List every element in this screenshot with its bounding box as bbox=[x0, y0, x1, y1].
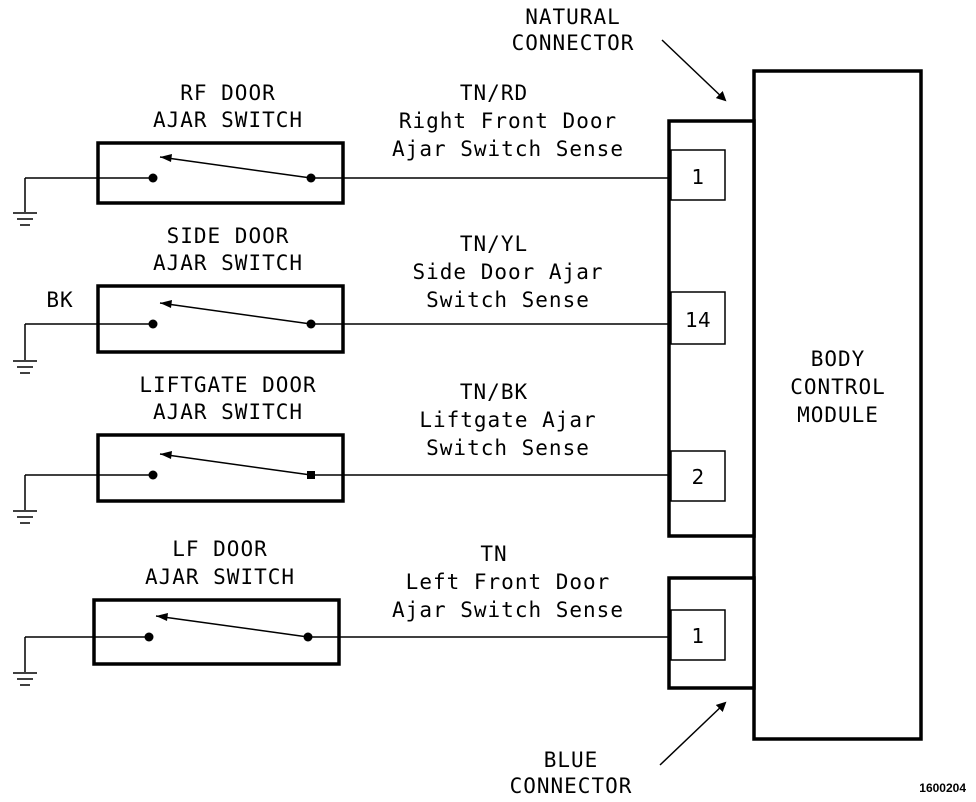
rf-door-ajar-switch bbox=[96, 141, 345, 205]
blue-connector-arrow bbox=[659, 701, 727, 766]
module-label-line1: BODY bbox=[811, 347, 866, 371]
side-door-ajar-switch bbox=[96, 284, 345, 354]
switch-arm-arrow bbox=[160, 154, 172, 162]
switch-arm-arrow bbox=[160, 451, 172, 459]
ground-symbol bbox=[13, 360, 37, 374]
switch-arm-arrow bbox=[156, 613, 168, 621]
switch-arm bbox=[159, 453, 312, 476]
body-control-module bbox=[752, 69, 923, 741]
lf-door-ajar-switch bbox=[92, 598, 341, 666]
switch-name-line1: SIDE DOOR bbox=[167, 224, 290, 248]
connector-pin-box bbox=[670, 291, 726, 345]
switch-arm-arrow bbox=[160, 300, 172, 308]
side-door-ajar-circuit: SIDE DOOR AJAR SWITCH BK TN/YL Side Door… bbox=[13, 224, 726, 374]
module-label-line3: MODULE bbox=[797, 403, 879, 427]
connector-pin-box bbox=[670, 609, 726, 661]
switch-arm bbox=[159, 302, 312, 325]
switch-name-line2: AJAR SWITCH bbox=[145, 565, 295, 589]
circuit-label-line2: Switch Sense bbox=[426, 288, 590, 312]
connector-pin-number: 2 bbox=[692, 465, 705, 489]
connector-pin-number: 14 bbox=[685, 308, 710, 332]
connector-pin-number: 1 bbox=[692, 624, 705, 648]
natural-connector-arrow bbox=[661, 39, 727, 102]
circuit-label-line1: Left Front Door bbox=[406, 570, 611, 594]
wire-color-label: TN/YL bbox=[460, 232, 528, 256]
ground-symbol bbox=[13, 212, 37, 226]
liftgate-door-ajar-switch bbox=[96, 433, 345, 503]
circuit-label-line1: Right Front Door bbox=[399, 109, 617, 133]
ground-symbol bbox=[13, 672, 37, 686]
circuit-label-line2: Switch Sense bbox=[426, 436, 590, 460]
switch-name-line1: LF DOOR bbox=[172, 537, 268, 561]
ground-symbol bbox=[13, 510, 37, 524]
connector-pin-number: 1 bbox=[692, 165, 705, 189]
natural-connector-label-line2: CONNECTOR bbox=[512, 31, 635, 55]
connector-pin-box bbox=[670, 149, 726, 201]
switch-name-line2: AJAR SWITCH bbox=[153, 108, 303, 132]
switch-name-line1: RF DOOR bbox=[180, 81, 276, 105]
switch-arm bbox=[159, 156, 312, 179]
ground-wire-color-label: BK bbox=[46, 288, 73, 312]
connector-pin-box bbox=[670, 450, 726, 502]
circuit-label-line1: Side Door Ajar bbox=[412, 260, 603, 284]
liftgate-door-ajar-circuit: LIFTGATE DOOR AJAR SWITCH TN/BK Liftgate… bbox=[13, 373, 726, 524]
blue-connector-label-line1: BLUE bbox=[544, 748, 599, 772]
lf-door-ajar-circuit: LF DOOR AJAR SWITCH TN Left Front Door A… bbox=[13, 537, 726, 686]
rf-door-ajar-circuit: RF DOOR AJAR SWITCH TN/RD Right Front Do… bbox=[13, 81, 726, 226]
wire-color-label: TN bbox=[480, 542, 507, 566]
circuit-label-line2: Ajar Switch Sense bbox=[392, 137, 624, 161]
switch-arm bbox=[155, 615, 309, 638]
switch-name-line1: LIFTGATE DOOR bbox=[139, 373, 316, 397]
wire-color-label: TN/RD bbox=[460, 81, 528, 105]
switch-name-line2: AJAR SWITCH bbox=[153, 251, 303, 275]
wire-color-label: TN/BK bbox=[460, 380, 528, 404]
circuit-label-line2: Ajar Switch Sense bbox=[392, 598, 624, 622]
blue-connector-label-line2: CONNECTOR bbox=[510, 774, 633, 798]
switch-name-line2: AJAR SWITCH bbox=[153, 400, 303, 424]
natural-connector-label-line1: NATURAL bbox=[525, 5, 621, 29]
figure-id: 1600204 bbox=[919, 781, 966, 795]
circuit-label-line1: Liftgate Ajar bbox=[419, 408, 596, 432]
module-label-line2: CONTROL bbox=[790, 375, 886, 399]
